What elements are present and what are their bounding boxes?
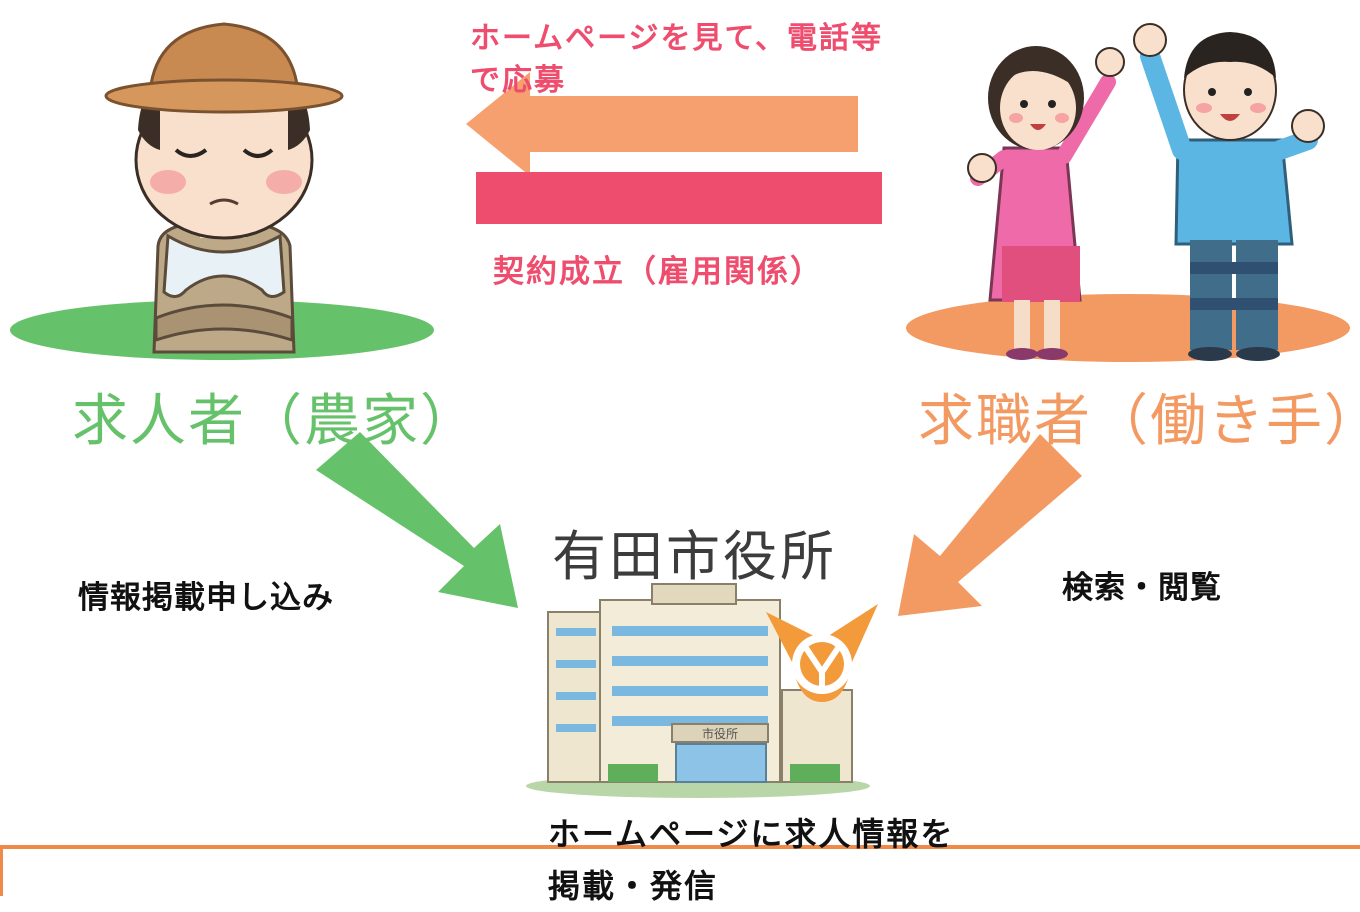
bottom-frame [0, 849, 1360, 896]
submit-arrow [316, 432, 518, 608]
worker-ground-ellipse [906, 294, 1350, 362]
publish-label: ホームページに求人情報を掲載・発信 [548, 815, 955, 905]
apply-arrow [466, 72, 858, 176]
building-sign-text: 市役所 [702, 726, 738, 741]
city-hall-building-illustration: 市役所 [526, 583, 870, 798]
worker-couple-illustration [967, 23, 1325, 361]
apply-label: ホームページを見て、電話等で応募 [470, 21, 883, 98]
city-emblem-icon [766, 604, 878, 702]
contract-label: 契約成立（雇用関係） [493, 254, 823, 290]
office-label: 有田市役所 [552, 525, 837, 588]
browse-label: 検索・閲覧 [1062, 570, 1222, 606]
farmer-illustration [104, 22, 344, 354]
contract-bar [476, 172, 882, 224]
farmer-label: 求人者（農家） [72, 389, 478, 454]
bottom-divider [0, 845, 1360, 849]
browse-arrow [898, 434, 1082, 616]
worker-label: 求職者（働き手） [918, 389, 1360, 454]
submit-label: 情報掲載申し込み [78, 580, 334, 616]
